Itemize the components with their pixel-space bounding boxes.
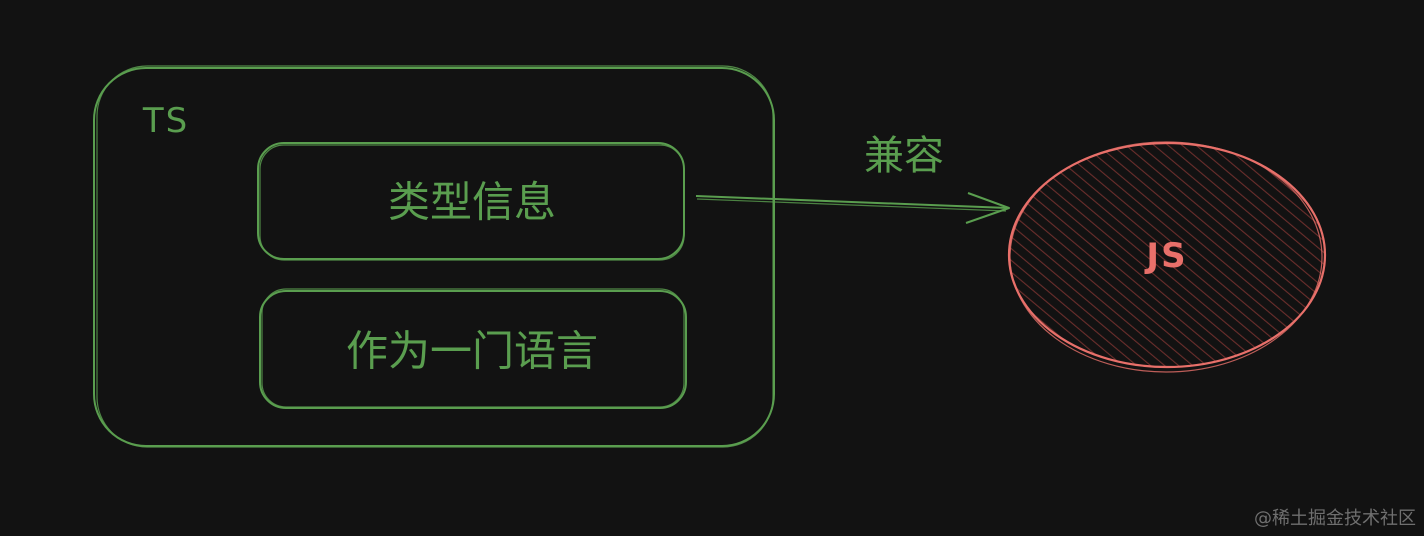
type-info-box [257, 142, 685, 261]
ts-container [93, 65, 775, 448]
type-info-label: 类型信息 [387, 177, 557, 227]
as-language-label: 作为一门语言 [345, 326, 599, 376]
compat-label: 兼容 [864, 133, 944, 179]
js-title: JS [1146, 236, 1188, 276]
js-node [1007, 141, 1327, 373]
ts-title: TS [142, 101, 190, 141]
compat-arrow [695, 192, 1010, 224]
watermark: @稀土掘金技术社区 [1254, 508, 1416, 529]
as-language-box [259, 288, 687, 409]
